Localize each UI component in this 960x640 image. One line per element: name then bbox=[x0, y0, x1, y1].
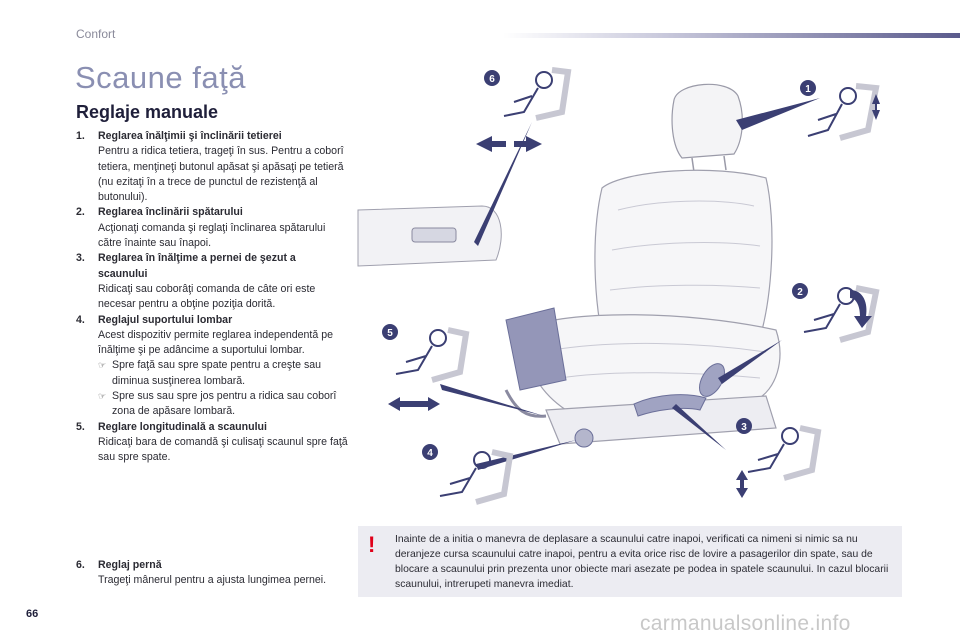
sketch-1 bbox=[807, 83, 880, 141]
list-item: 1. Reglarea înălţimii şi înclinării teti… bbox=[76, 129, 348, 205]
svg-text:3: 3 bbox=[741, 422, 747, 433]
lumbar-knob bbox=[574, 428, 594, 448]
warning-icon: ! bbox=[368, 532, 376, 557]
badge-1: 1 bbox=[800, 80, 816, 96]
bullet-text: Spre sus sau spre jos pentru a ridica sa… bbox=[112, 390, 337, 418]
badge-4: 4 bbox=[422, 444, 438, 460]
pointer-2 bbox=[718, 340, 782, 384]
seat-illustration: 1 2 3 4 5 6 bbox=[357, 67, 880, 505]
item-body: Ridicaţi bara de comandă şi culisaţi sca… bbox=[98, 435, 348, 464]
pointer-1 bbox=[736, 98, 820, 130]
item-number: 3. bbox=[76, 252, 85, 265]
svg-text:6: 6 bbox=[489, 74, 495, 85]
svg-text:2: 2 bbox=[797, 287, 803, 298]
cushion-extension bbox=[505, 307, 567, 391]
recline-control bbox=[699, 363, 725, 397]
item-number: 6. bbox=[76, 559, 85, 571]
sketch-5 bbox=[395, 327, 470, 383]
bullet-item: ☞ Spre sus sau spre jos pentru a ridica s… bbox=[98, 389, 348, 420]
badge-5: 5 bbox=[382, 324, 398, 340]
item-heading: Reglarea înălţimii şi înclinării tetiere… bbox=[98, 130, 282, 142]
pointer-4 bbox=[476, 440, 576, 470]
svg-text:5: 5 bbox=[387, 328, 393, 339]
item-number: 1. bbox=[76, 130, 85, 142]
item-body: Acest dispozitiv permite reglarea indepe… bbox=[98, 328, 333, 357]
badge-6: 6 bbox=[484, 70, 500, 86]
instruction-list: 1. Reglarea înălţimii şi înclinării teti… bbox=[76, 129, 348, 466]
headrest bbox=[671, 83, 743, 159]
bullet-text: Spre faţă sau spre spate pentru a creşte… bbox=[112, 359, 322, 387]
arrow-5-leftright bbox=[388, 397, 440, 411]
item-body: Ridicaţi sau coborâţi comanda de câte or… bbox=[98, 282, 316, 311]
item-body: Acţionaţi comanda şi reglaţi înclinarea … bbox=[98, 221, 326, 250]
item-number: 5. bbox=[76, 420, 85, 433]
pointer-3 bbox=[672, 404, 726, 450]
page-title: Scaune faţă bbox=[75, 60, 246, 95]
item-body: Trageţi mânerul pentru a ajusta lungimea… bbox=[98, 574, 327, 587]
warning-box: ! Inainte de a initia o manevra de depla… bbox=[358, 526, 902, 597]
list-item: 5. Reglare longitudinală a scaunului Rid… bbox=[76, 420, 348, 466]
header-rule bbox=[503, 33, 960, 38]
bullet-item: ☞ Spre faţă sau spre spate pentru a creşt… bbox=[98, 358, 348, 389]
sketch-3 bbox=[747, 425, 822, 481]
list-item-6: 6. Reglaj pernă Trageţi mânerul pentru a… bbox=[76, 558, 370, 589]
sketch-4 bbox=[439, 449, 514, 505]
item-number: 4. bbox=[76, 313, 85, 326]
item-heading: Reglarea în înălţime a pernei de şezut a… bbox=[98, 252, 296, 280]
item-heading: Reglare longitudinală a scaunului bbox=[98, 420, 267, 433]
list-item: 4. Reglajul suportului lombar Acest disp… bbox=[76, 313, 348, 420]
section-subtitle: Reglaje manuale bbox=[76, 102, 219, 122]
item-heading: Reglarea înclinării spătarului bbox=[98, 206, 243, 219]
pointer-5 bbox=[440, 384, 544, 416]
pointing-hand-icon: ☞ bbox=[98, 391, 107, 402]
height-lever bbox=[633, 394, 707, 417]
item-number: 2. bbox=[76, 206, 85, 219]
watermark: carmanualsonline.info bbox=[640, 612, 851, 635]
arrow-6-right bbox=[514, 136, 542, 152]
section-label: Confort bbox=[76, 27, 116, 41]
badge-2: 2 bbox=[792, 283, 808, 299]
svg-text:1: 1 bbox=[805, 84, 811, 95]
pointer-6 bbox=[474, 122, 532, 246]
arrow-1-updown bbox=[872, 94, 880, 120]
sketch-6 bbox=[503, 67, 572, 121]
arrow-2-curve bbox=[850, 290, 872, 328]
item-heading: Reglaj pernă bbox=[98, 559, 162, 571]
arrow-6-left bbox=[476, 136, 506, 152]
pointing-hand-icon: ☞ bbox=[98, 360, 107, 371]
badge-3: 3 bbox=[736, 418, 752, 434]
list-item: 2. Reglarea înclinării spătarului Acţion… bbox=[76, 205, 348, 251]
arrow-3-updown bbox=[736, 470, 748, 498]
item-body: Pentru a ridica tetiera, trageţi în sus.… bbox=[98, 145, 344, 204]
svg-text:4: 4 bbox=[427, 448, 433, 459]
page-number: 66 bbox=[26, 608, 39, 620]
list-item: 3. Reglarea în înălţime a pernei de şezu… bbox=[76, 251, 348, 312]
item-heading: Reglajul suportului lombar bbox=[98, 313, 233, 326]
warning-text: Inainte de a initia o manevra de deplasa… bbox=[395, 534, 889, 590]
